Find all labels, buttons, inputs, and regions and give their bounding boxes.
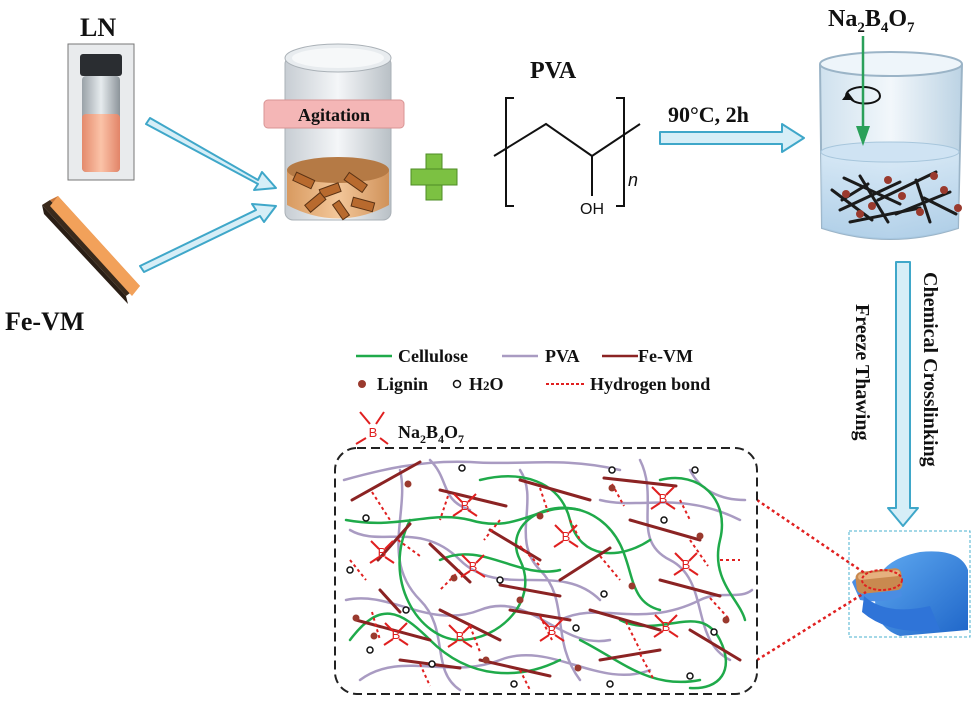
fe-vm-label: Fe-VM: [5, 307, 84, 336]
svg-text:B: B: [548, 623, 557, 638]
arrow-ln-to-container: [145, 117, 277, 191]
zoom-connector-lines: [756, 498, 867, 662]
borax-top-label: Na2B4O7: [828, 6, 915, 36]
borax-b-labels: B B B B B B B B B B: [378, 491, 691, 644]
cellulose-chains: [344, 475, 747, 690]
svg-text:B: B: [662, 619, 671, 634]
vial-photo: [67, 43, 135, 181]
svg-text:B: B: [682, 557, 691, 572]
svg-text:B: B: [659, 491, 668, 506]
fe-vm-block-icon: [42, 196, 140, 304]
arrow-fevm-to-container: [139, 203, 277, 273]
legend-pva: PVA: [545, 346, 580, 366]
arrow-to-beaker: [659, 123, 805, 153]
condition-label: 90°C, 2h: [668, 102, 749, 127]
borax-crosslinks: [369, 486, 699, 648]
container-icon: Agitation: [263, 43, 405, 221]
pva-chains: [342, 458, 754, 692]
oh-label: OH: [580, 201, 604, 218]
svg-text:B: B: [469, 559, 478, 574]
svg-text:B: B: [378, 545, 387, 560]
legend-cellulose: Cellulose: [398, 346, 468, 366]
svg-text:B: B: [392, 627, 401, 642]
ln-label: LN: [80, 13, 116, 42]
agitation-label: Agitation: [298, 105, 370, 125]
freeze-thawing-label: Freeze Thawing: [851, 304, 873, 440]
legend-borax-icon: [355, 411, 389, 445]
legend: Cellulose PVA Fe-VM Lignin H2O Hydrogen …: [355, 346, 710, 446]
pva-title: PVA: [530, 58, 577, 84]
beaker-icon: [819, 36, 963, 240]
legend-lignin: Lignin: [377, 374, 428, 394]
hydrogen-bonds: [349, 483, 740, 691]
legend-hydrogen-bond: Hydrogen bond: [590, 374, 710, 394]
legend-fe-vm: Fe-VM: [638, 346, 693, 366]
svg-text:B: B: [562, 529, 571, 544]
legend-borax-b: B: [369, 425, 378, 440]
fe-vm-sheets: [350, 460, 742, 678]
plus-icon: [410, 153, 458, 201]
n-subscript: n: [628, 170, 638, 190]
pva-structure: [493, 97, 641, 207]
network-box: B B B B B B B B B B: [334, 447, 758, 695]
chemical-crosslinking-label: Chemical Crosslinking: [919, 272, 941, 467]
legend-borax: Na2B4O7: [398, 422, 464, 446]
legend-h2o: H2O: [469, 374, 504, 394]
hand-photo: [848, 530, 971, 638]
svg-text:B: B: [456, 629, 465, 644]
arrow-down: [887, 261, 919, 527]
svg-text:B: B: [461, 498, 470, 513]
lignin-particles: [352, 480, 730, 672]
water-molecules: [346, 464, 718, 688]
